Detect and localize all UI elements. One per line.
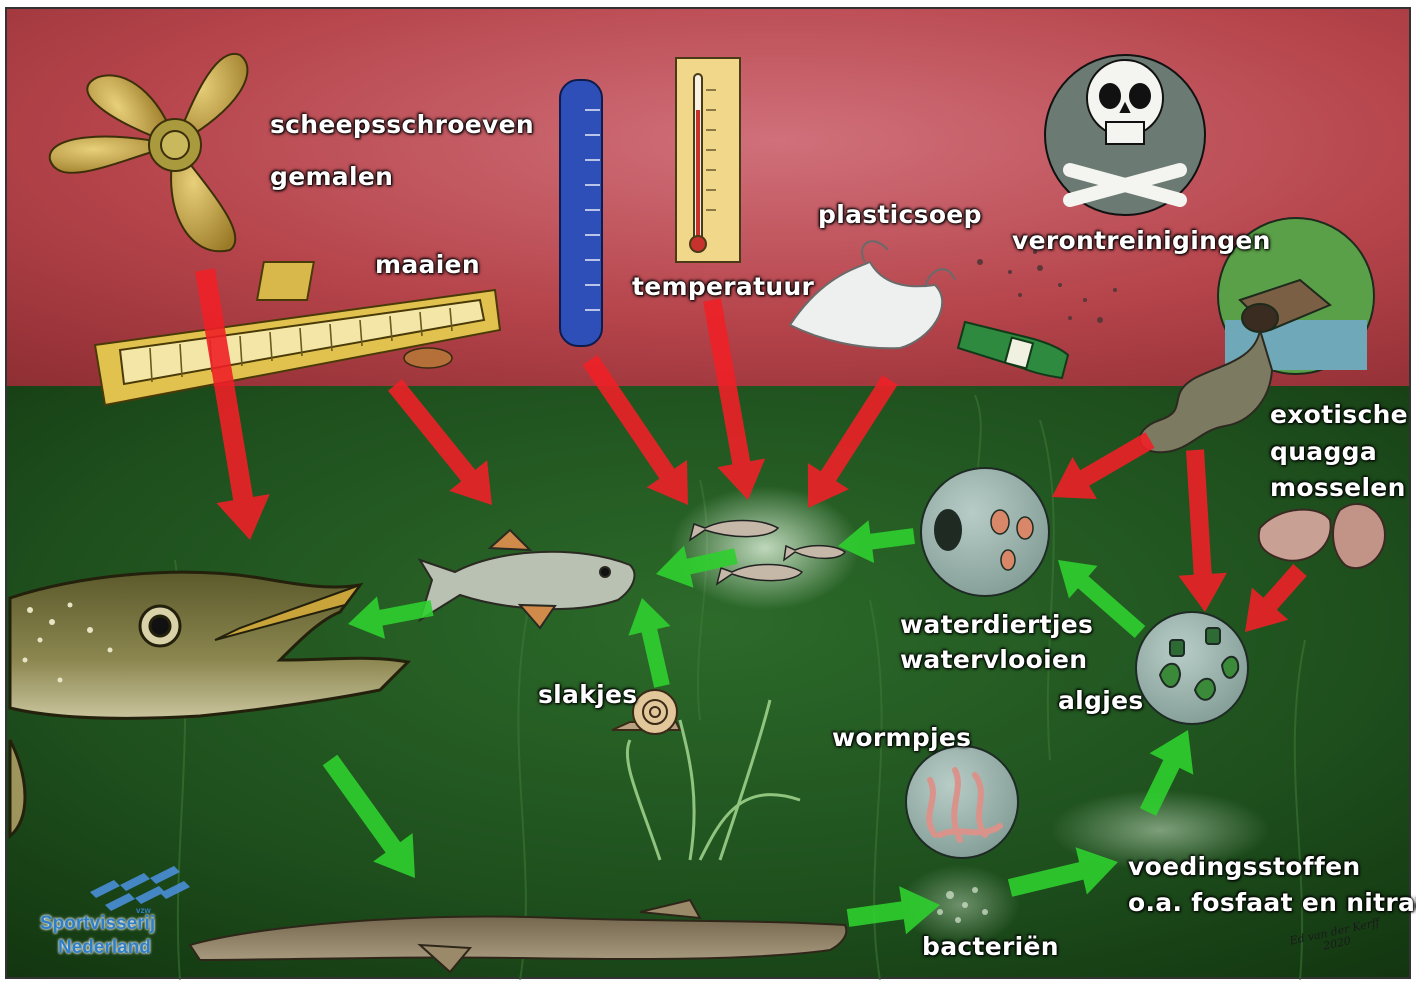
- label-plasticsoep: plasticsoep: [818, 200, 982, 230]
- label-voedingsstoffen: voedingsstoffen: [1128, 852, 1360, 882]
- label-maaien: maaien: [375, 250, 480, 280]
- label-verontreinigingen: verontreinigingen: [1012, 226, 1271, 256]
- label-algjes: algjes: [1058, 686, 1144, 716]
- skull-crossbones-icon: [1045, 55, 1205, 215]
- logo-text-line1: Sportvisserij: [40, 914, 155, 934]
- thermometer-icon: [676, 58, 740, 262]
- label-scheepsschroeven: scheepsschroeven: [270, 110, 534, 140]
- algae-icon: [1136, 612, 1248, 724]
- label-slakjes: slakjes: [538, 680, 637, 710]
- logo-text-line2: Nederland: [58, 938, 151, 958]
- logo-vzw: vzw: [136, 906, 151, 915]
- label-temperatuur: temperatuur: [632, 272, 814, 302]
- label-fosfaat-nitraat: o.a. fosfaat en nitraat: [1128, 888, 1416, 918]
- measuring-rod-icon: [560, 80, 602, 346]
- worms-icon: [906, 746, 1018, 858]
- label-quagga: quagga: [1270, 437, 1377, 467]
- label-mosselen: mosselen: [1270, 473, 1406, 503]
- label-exotische: exotische: [1270, 400, 1408, 430]
- water-insects-icon: [921, 468, 1049, 596]
- label-watervlooien: watervlooien: [900, 645, 1087, 675]
- label-wormpjes: wormpjes: [832, 723, 971, 753]
- label-bacterien: bacteriën: [922, 932, 1059, 962]
- label-gemalen: gemalen: [270, 162, 393, 192]
- label-waterdiertjes: waterdiertjes: [900, 610, 1093, 640]
- caught-fish-icon: [404, 348, 452, 368]
